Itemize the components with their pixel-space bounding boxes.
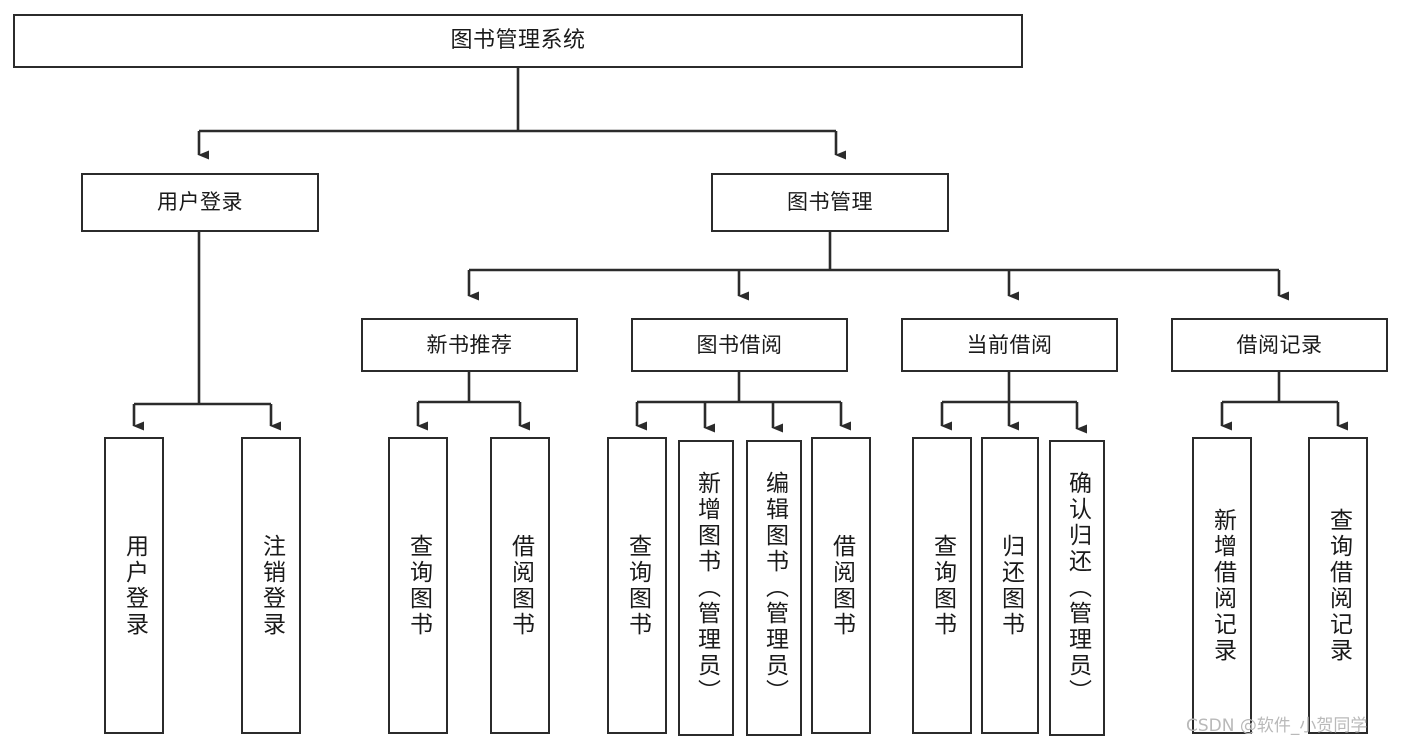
node-book-borrow-label: 图书借阅 <box>696 332 783 357</box>
node-leaf-edit-book-label: 编辑图书（管理员） <box>761 471 788 705</box>
node-leaf-add-record[interactable]: 新增借阅记录 <box>1192 437 1252 734</box>
node-leaf-query-record[interactable]: 查询借阅记录 <box>1308 437 1368 734</box>
node-leaf-query-book-2-label: 查询图书 <box>624 533 651 638</box>
node-user-login[interactable]: 用户登录 <box>81 173 319 232</box>
node-leaf-query-book-3-label: 查询图书 <box>929 533 956 638</box>
node-leaf-query-book-3[interactable]: 查询图书 <box>912 437 972 734</box>
node-current-borrow-label: 当前借阅 <box>966 332 1053 357</box>
node-book-manage[interactable]: 图书管理 <box>711 173 949 232</box>
node-book-manage-label: 图书管理 <box>787 190 873 215</box>
node-new-book-recommend[interactable]: 新书推荐 <box>361 318 578 372</box>
node-leaf-borrow-book-2-label: 借阅图书 <box>828 533 855 638</box>
node-leaf-user-logout[interactable]: 注销登录 <box>241 437 301 734</box>
node-leaf-user-login-label: 用户登录 <box>121 533 148 638</box>
node-new-book-recommend-label: 新书推荐 <box>426 332 513 357</box>
node-leaf-return-book-label: 归还图书 <box>997 533 1024 638</box>
node-leaf-borrow-book-1[interactable]: 借阅图书 <box>490 437 550 734</box>
node-leaf-query-record-label: 查询借阅记录 <box>1325 507 1352 664</box>
node-root-label: 图书管理系统 <box>450 28 586 54</box>
node-borrow-record-label: 借阅记录 <box>1236 332 1323 357</box>
node-leaf-edit-book[interactable]: 编辑图书（管理员） <box>746 440 802 736</box>
node-leaf-add-book-label: 新增图书（管理员） <box>693 471 720 705</box>
node-leaf-add-record-label: 新增借阅记录 <box>1209 507 1236 664</box>
node-current-borrow[interactable]: 当前借阅 <box>901 318 1118 372</box>
node-leaf-query-book-1[interactable]: 查询图书 <box>388 437 448 734</box>
node-leaf-query-book-1-label: 查询图书 <box>405 533 432 638</box>
node-book-borrow[interactable]: 图书借阅 <box>631 318 848 372</box>
node-root[interactable]: 图书管理系统 <box>13 14 1023 68</box>
node-leaf-user-login[interactable]: 用户登录 <box>104 437 164 734</box>
node-leaf-borrow-book-1-label: 借阅图书 <box>507 533 534 638</box>
csdn-watermark: CSDN @软件_小贺同学 <box>1186 716 1368 736</box>
node-leaf-confirm-return-label: 确认归还（管理员） <box>1064 471 1091 705</box>
node-leaf-borrow-book-2[interactable]: 借阅图书 <box>811 437 871 734</box>
node-leaf-query-book-2[interactable]: 查询图书 <box>607 437 667 734</box>
node-user-login-label: 用户登录 <box>157 190 243 215</box>
node-leaf-add-book[interactable]: 新增图书（管理员） <box>678 440 734 736</box>
node-leaf-user-logout-label: 注销登录 <box>258 533 285 638</box>
node-leaf-return-book[interactable]: 归还图书 <box>981 437 1039 734</box>
node-borrow-record[interactable]: 借阅记录 <box>1171 318 1388 372</box>
node-leaf-confirm-return[interactable]: 确认归还（管理员） <box>1049 440 1105 736</box>
